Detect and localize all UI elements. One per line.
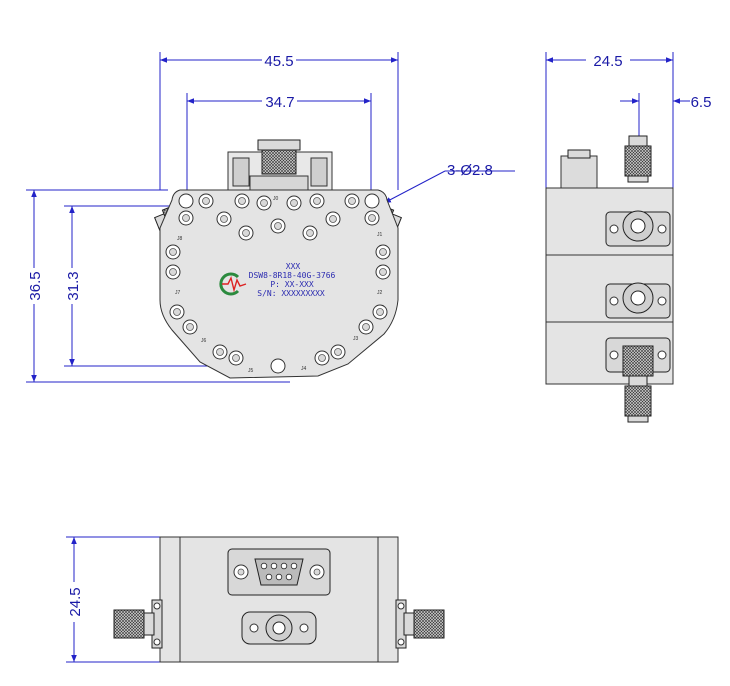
dim-inner-width-label: 34.7: [265, 94, 294, 111]
company-logo: [219, 272, 247, 296]
dim-side-width: 24.5: [545, 52, 674, 188]
side-view: 24.5 6.5: [545, 52, 711, 423]
hole-spec-label: 3-Ø2.8: [447, 162, 493, 179]
port-label-j3: J3: [353, 336, 359, 342]
side-flange-2: [605, 282, 671, 319]
port-label-j0: J0: [273, 196, 279, 202]
dim-side-width-label: 24.5: [593, 53, 622, 70]
side-flange-1: [605, 210, 671, 247]
bottom-sma-left: [113, 599, 163, 649]
label-line-2: DSW8-8R18-40G-3766: [249, 271, 336, 280]
port-label-j2: J2: [377, 290, 383, 296]
dim-left-height: 36.5: [26, 189, 290, 383]
hole-callout: 3-Ø2.8: [383, 162, 515, 204]
dim-left-height-label: 36.5: [27, 271, 44, 300]
dim-inner-height-label: 31.3: [65, 271, 82, 300]
label-line-1: XXX: [286, 262, 301, 271]
dim-bottom-height-label: 24.5: [67, 587, 84, 616]
dim-top-width-label: 45.5: [264, 53, 293, 70]
port-label-j7: J7: [175, 290, 181, 296]
port-label-j6: J6: [201, 338, 207, 344]
label-line-3: P: XX-XXX: [270, 280, 314, 289]
top-view-body: [159, 189, 399, 379]
dim-inner-height: 31.3: [64, 205, 278, 367]
port-label-j1: J1: [377, 232, 383, 238]
label-line-4: S/N: XXXXXXXXX: [257, 289, 325, 298]
dim-top-width: 45.5: [159, 52, 399, 190]
top-view: 45.5 34.7 3-Ø2.8 36.5: [26, 52, 515, 383]
bottom-sma-right: [395, 599, 445, 649]
d-sub-connector: [227, 548, 331, 596]
port-label-j4: J4: [301, 366, 307, 372]
dim-side-offset: 6.5: [620, 93, 711, 140]
bottom-view: 24.5: [66, 536, 445, 663]
dim-inner-width: 34.7: [186, 93, 372, 205]
top-connector-block: [227, 139, 333, 193]
dim-side-offset-label: 6.5: [691, 94, 712, 111]
port-label-j5: J5: [248, 368, 254, 374]
side-flange-3: [605, 337, 671, 377]
screw-holes: [165, 193, 391, 374]
port-label-j8: J8: [177, 236, 183, 242]
bottom-flange: [241, 611, 317, 645]
